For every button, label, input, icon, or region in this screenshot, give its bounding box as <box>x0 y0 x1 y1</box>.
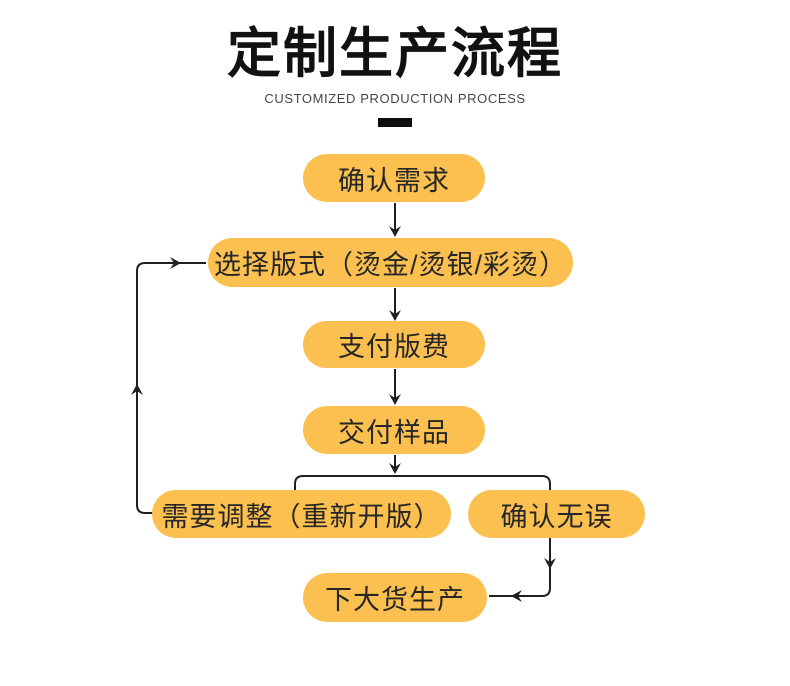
arrowhead-down-1 <box>389 226 401 237</box>
step-label: 确认无误 <box>500 501 613 532</box>
page-header: 定制生产流程 CUSTOMIZED PRODUCTION PROCESS <box>0 26 790 127</box>
step-need-adjustment: 需要调整（重新开版） <box>152 490 451 538</box>
arrowhead-down-ok <box>544 558 556 569</box>
arrowhead-left-production <box>511 590 522 602</box>
page-title: 定制生产流程 <box>227 24 563 84</box>
edge-ok-to-production <box>489 538 551 597</box>
arrowhead-down-3 <box>389 394 401 405</box>
title-underline-bar <box>378 118 412 127</box>
step-deliver-sample: 交付样品 <box>303 406 485 454</box>
step-label: 选择版式（烫金/烫银/彩烫） <box>213 250 567 280</box>
step-confirmed-ok: 确认无误 <box>468 490 645 538</box>
step-pay-plate-fee: 支付版费 <box>303 321 485 368</box>
arrowhead-down-2 <box>389 310 401 321</box>
step-choose-format: 选择版式（烫金/烫银/彩烫） <box>208 238 573 287</box>
page-subtitle: CUSTOMIZED PRODUCTION PROCESS <box>264 91 526 106</box>
step-mass-production: 下大货生产 <box>303 573 487 622</box>
arrowhead-up-loop <box>131 384 143 395</box>
step-label: 下大货生产 <box>325 585 465 615</box>
step-confirm-requirements: 确认需求 <box>303 154 485 202</box>
arrowhead-down-4 <box>389 463 401 474</box>
step-label: 需要调整（重新开版） <box>161 501 442 532</box>
step-label: 支付版费 <box>338 332 450 362</box>
arrowhead-right-loop <box>170 257 181 269</box>
step-label: 交付样品 <box>338 417 450 448</box>
split-bar <box>294 475 551 492</box>
edge-adjust-loop <box>136 262 206 514</box>
step-label: 确认需求 <box>338 165 450 196</box>
